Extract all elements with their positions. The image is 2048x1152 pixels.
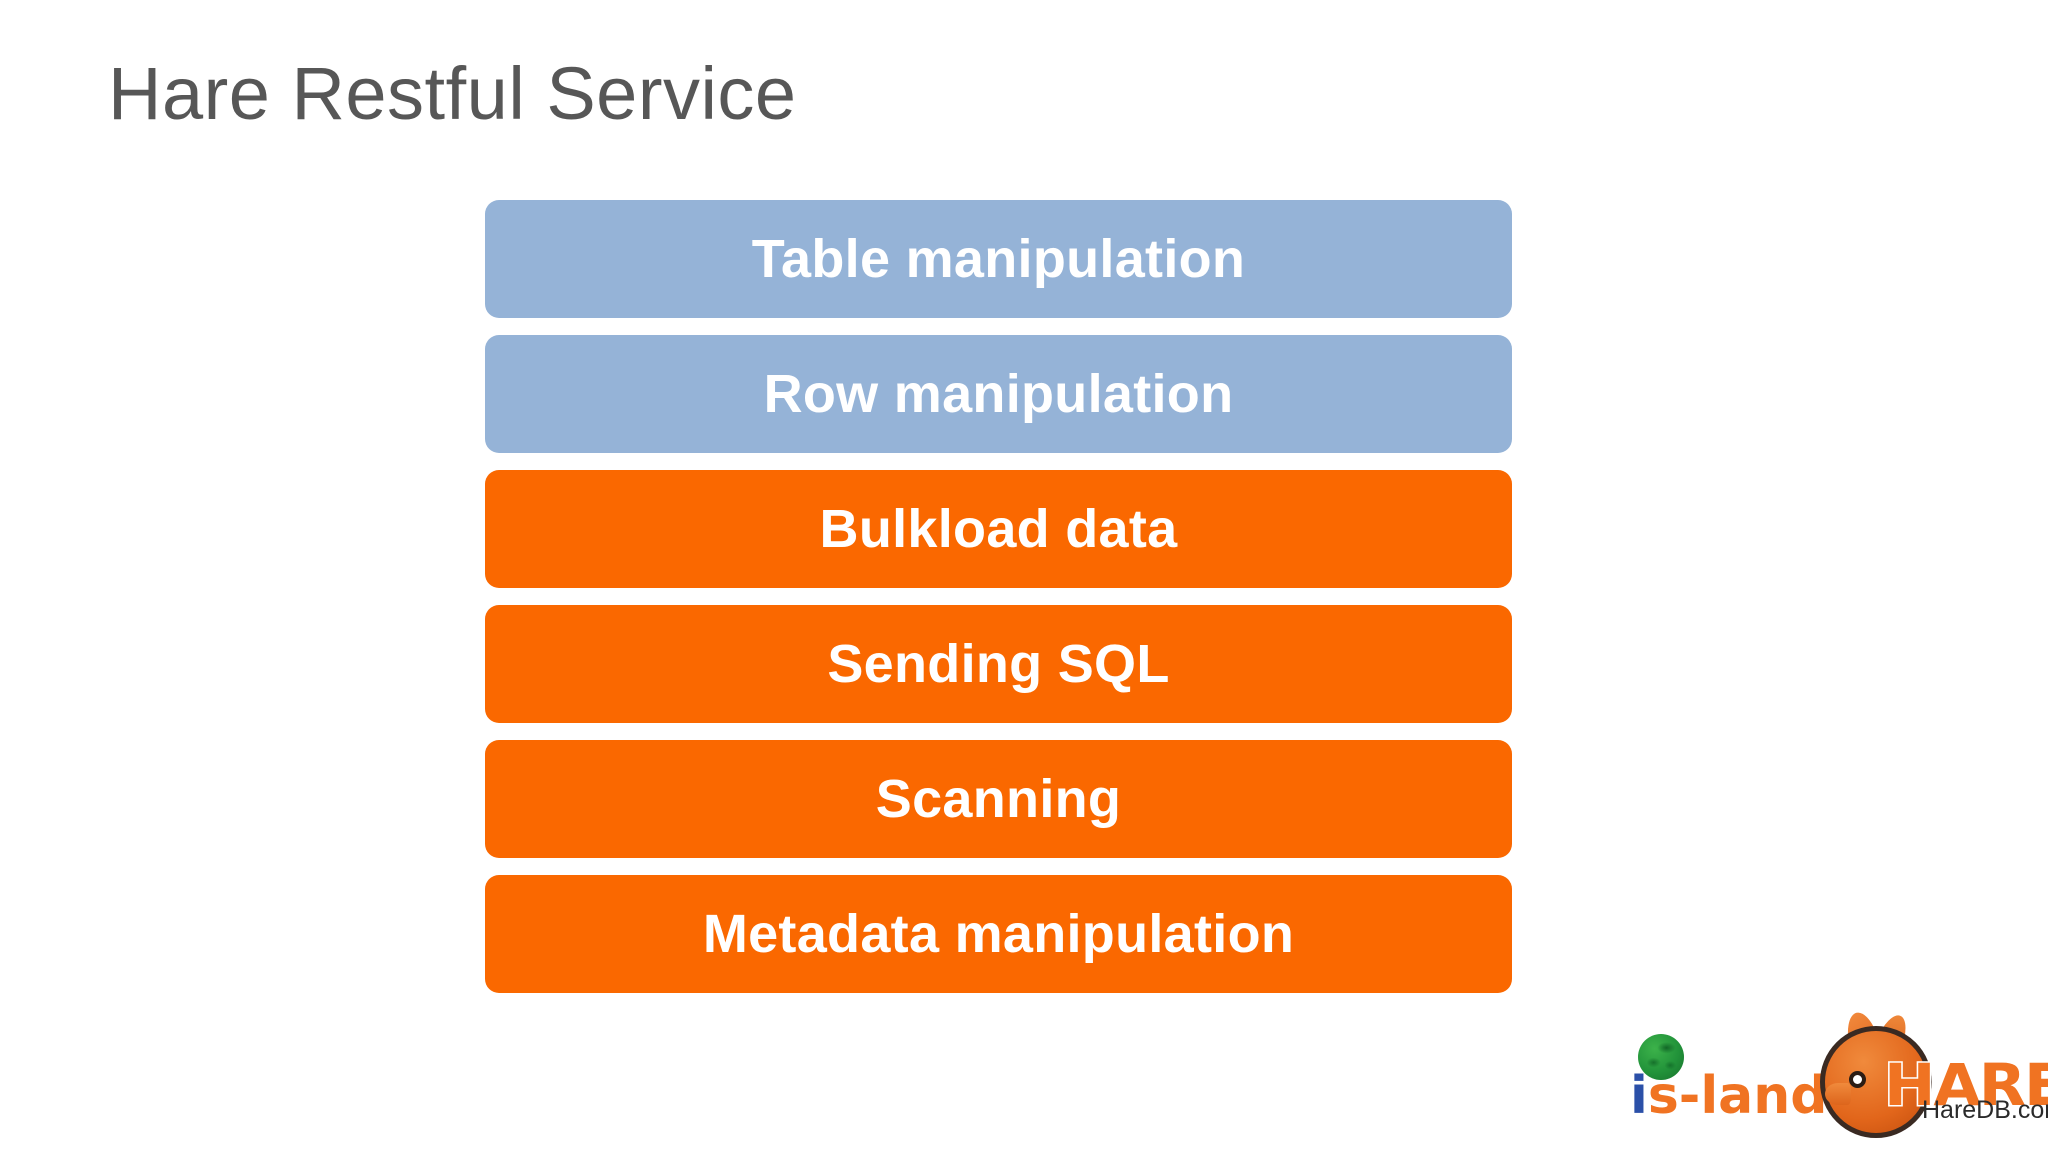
bar-label: Table manipulation — [751, 229, 1246, 289]
list-item-sending-sql[interactable]: Sending SQL — [485, 605, 1512, 723]
bar-label: Sending SQL — [827, 634, 1170, 694]
island-logo: is-land — [1630, 1034, 1828, 1130]
bar-label: Bulkload data — [819, 499, 1178, 559]
rabbit-snout-icon — [1825, 1083, 1851, 1105]
logo-area: is-land HARE HareDB.com — [1630, 1009, 2048, 1140]
globe-speckle-overlay — [1638, 1034, 1684, 1080]
list-item-metadata-manipulation[interactable]: Metadata manipulation — [485, 875, 1512, 993]
list-item-scanning[interactable]: Scanning — [485, 740, 1512, 858]
haredb-logo: HARE HareDB.com — [1818, 1009, 2048, 1140]
list-item-row-manipulation[interactable]: Row manipulation — [485, 335, 1512, 453]
rabbit-eye-icon — [1849, 1071, 1866, 1088]
service-capability-list: Table manipulation Row manipulation Bulk… — [485, 200, 1512, 993]
hare-wordmark: HARE — [1882, 1051, 2048, 1119]
island-wordmark: is-land — [1630, 1070, 1828, 1122]
bar-label: Metadata manipulation — [702, 904, 1295, 964]
bar-label: Row manipulation — [763, 364, 1234, 424]
island-wordmark-rest: s-land — [1647, 1066, 1828, 1126]
list-item-table-manipulation[interactable]: Table manipulation — [485, 200, 1512, 318]
page-title: Hare Restful Service — [108, 52, 797, 135]
green-globe-icon — [1638, 1034, 1684, 1080]
island-wordmark-i: i — [1630, 1066, 1648, 1126]
list-item-bulkload-data[interactable]: Bulkload data — [485, 470, 1512, 588]
rabbit-head-icon — [1820, 1026, 1932, 1138]
bar-label: Scanning — [875, 769, 1122, 829]
haredb-domain-text: HareDB.com — [1922, 1096, 2048, 1124]
